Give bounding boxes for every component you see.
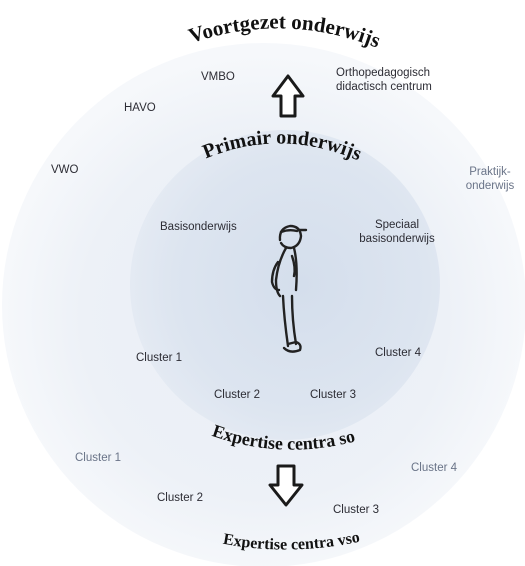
label-speciaal-line1: Speciaal [374, 219, 420, 231]
label-praktijkonderwijs: Praktijk- onderwijs [455, 165, 525, 193]
label-orthopedagogisch-line2: didactisch centrum [336, 81, 432, 93]
label-speciaal-line2: basisonderwijs [359, 233, 435, 245]
label-outer-cluster-3: Cluster 3 [333, 504, 380, 516]
down-arrow-icon [268, 464, 304, 507]
label-speciaal-basisonderwijs: Speciaal basisonderwijs [348, 218, 446, 246]
label-orthopedagogisch-line1: Orthopedagogisch [336, 67, 430, 79]
label-basisonderwijs: Basisonderwijs [160, 221, 237, 233]
label-outer-cluster-2: Cluster 2 [157, 492, 204, 504]
label-inner-cluster-3: Cluster 3 [310, 389, 357, 401]
label-vmbo: VMBO [201, 71, 235, 83]
label-outer-cluster-1: Cluster 1 [75, 452, 122, 464]
label-orthopedagogisch-didactisch-centrum: Orthopedagogisch didactisch centrum [336, 66, 432, 94]
label-inner-cluster-2: Cluster 2 [214, 389, 261, 401]
child-figure-icon [270, 224, 308, 353]
label-praktijk-line2: onderwijs [465, 180, 515, 192]
inner-circle [130, 130, 440, 440]
up-arrow-icon [271, 74, 305, 118]
label-havo: HAVO [124, 102, 156, 114]
label-inner-cluster-1: Cluster 1 [136, 352, 183, 364]
label-vwo: VWO [51, 164, 79, 176]
label-outer-cluster-4: Cluster 4 [411, 462, 458, 474]
label-praktijk-line1: Praktijk- [469, 166, 511, 178]
label-inner-cluster-4: Cluster 4 [375, 347, 422, 359]
